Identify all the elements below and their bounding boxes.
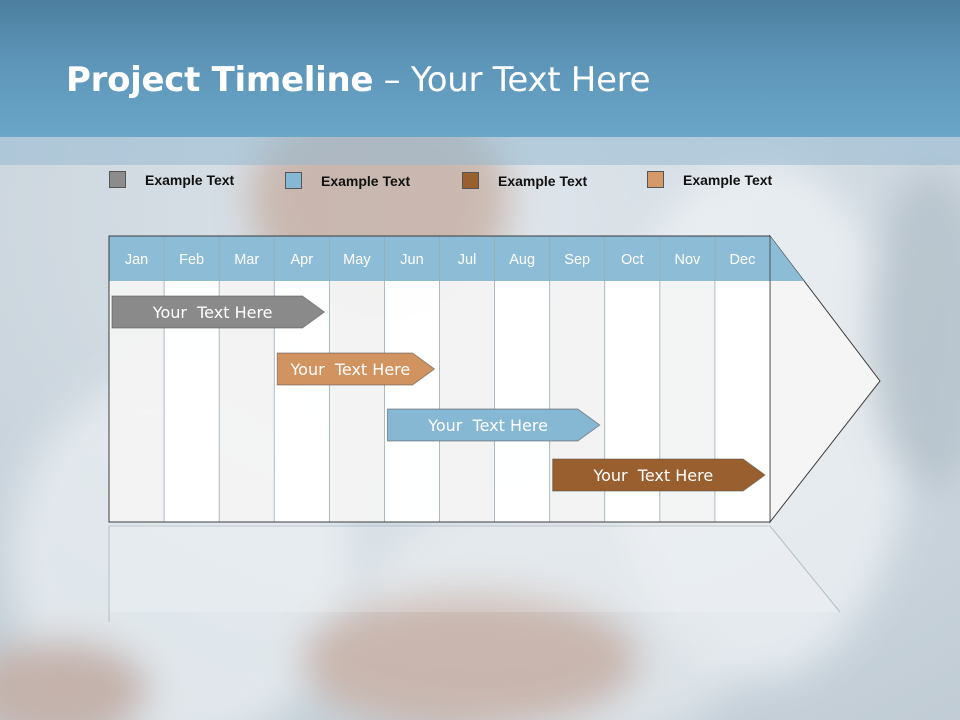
month-label: Sep	[564, 252, 590, 268]
month-column	[109, 236, 165, 522]
title-rest: – Your Text Here	[373, 60, 651, 100]
legend-item-1: Example Text	[109, 171, 234, 188]
month-column	[494, 236, 550, 522]
month-label: Oct	[621, 252, 644, 268]
task-arrow	[276, 352, 436, 386]
task-arrow	[111, 295, 326, 329]
month-label: Nov	[674, 252, 701, 268]
timeline-reflection	[109, 526, 840, 612]
legend-item-3: Example Text	[462, 172, 587, 189]
month-column	[439, 236, 495, 522]
legend-label: Example Text	[321, 172, 411, 189]
month-label: Jul	[458, 252, 477, 268]
task-arrow	[386, 408, 601, 442]
month-label: Mar	[234, 252, 259, 268]
legend-label: Example Text	[145, 171, 235, 188]
legend-swatch	[285, 172, 302, 189]
title-subband	[0, 137, 960, 165]
title-bold: Project Timeline	[66, 60, 374, 100]
legend-swatch	[109, 171, 126, 188]
month-label: Dec	[730, 252, 756, 268]
task-label: Your Text Here	[592, 466, 713, 485]
month-column	[164, 236, 220, 522]
legend-label: Example Text	[498, 172, 588, 189]
month-label: Feb	[179, 252, 204, 268]
month-label: Aug	[509, 252, 535, 268]
month-label: Apr	[291, 252, 314, 268]
title-band	[0, 0, 960, 137]
task-arrow	[552, 458, 766, 492]
month-label: Jan	[125, 252, 148, 268]
month-label: May	[343, 252, 371, 268]
legend-item-2: Example Text	[285, 172, 410, 189]
legend-item-4: Example Text	[647, 171, 772, 188]
task-label: Your Text Here	[290, 360, 411, 379]
legend-swatch	[647, 171, 664, 188]
legend-label: Example Text	[683, 171, 773, 188]
timeline-border	[108, 235, 770, 523]
month-label: Jun	[400, 252, 423, 268]
legend-swatch	[462, 172, 479, 189]
task-label: Your Text Here	[427, 416, 548, 435]
header-tip	[770, 236, 804, 281]
page-title: Project Timeline – Your Text Here	[66, 60, 651, 100]
task-label: Your Text Here	[152, 303, 273, 322]
reflection-edge	[769, 525, 841, 613]
month-column	[219, 236, 275, 522]
